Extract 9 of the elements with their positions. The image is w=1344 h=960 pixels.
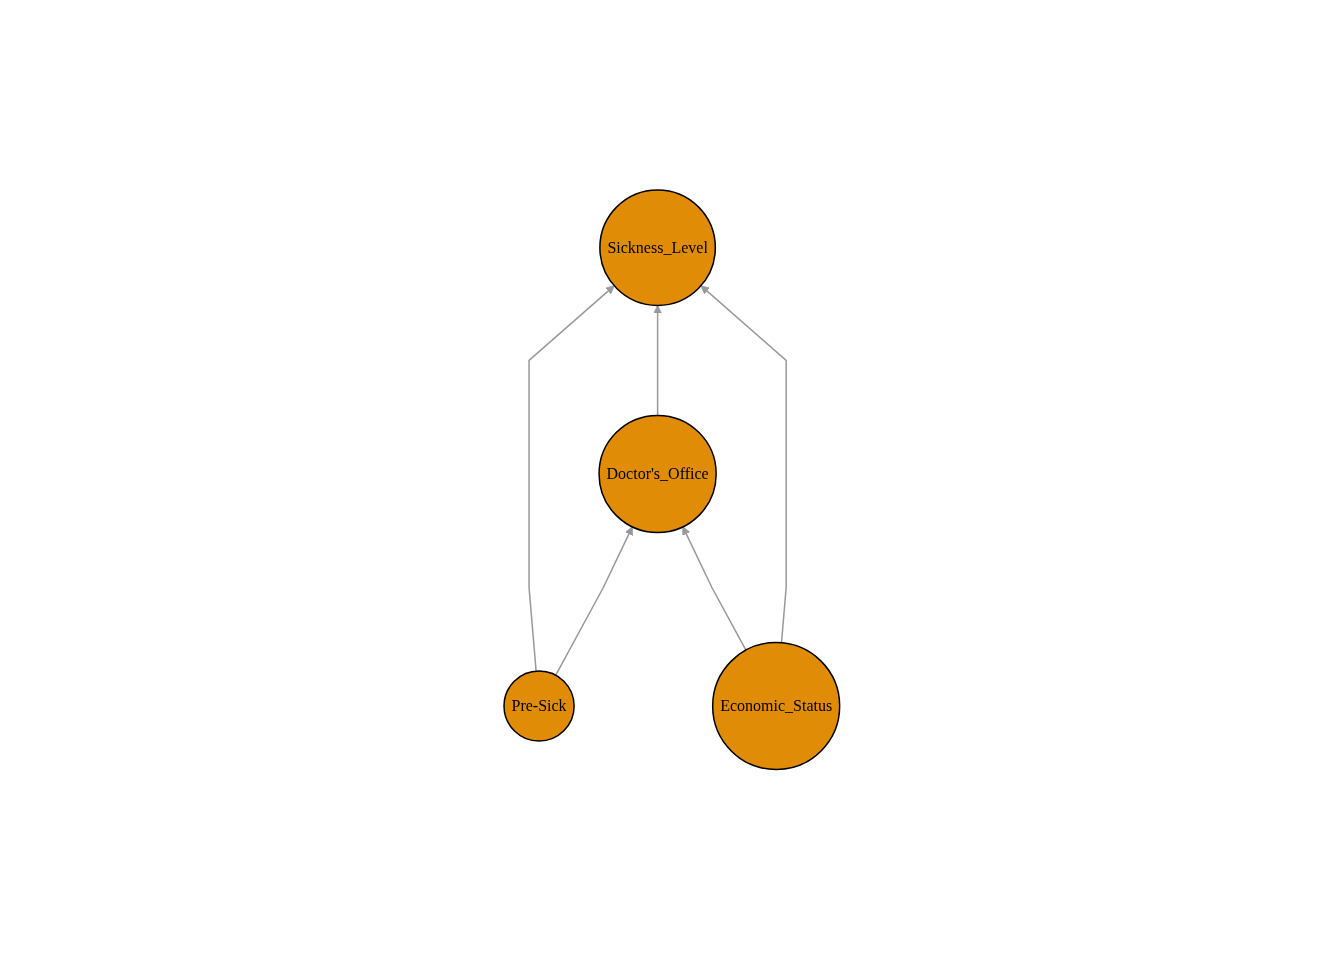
node-circle: Sickness_Level	[599, 189, 717, 307]
node-circle: Doctor's_Office	[598, 414, 718, 534]
arrow	[653, 305, 663, 417]
arrow	[700, 285, 788, 644]
node-circle: Pre-Sick	[503, 670, 576, 743]
arrow	[555, 526, 634, 677]
arrow	[682, 526, 747, 652]
node-circle: Economic_Status	[712, 642, 841, 771]
arrow	[528, 285, 615, 673]
